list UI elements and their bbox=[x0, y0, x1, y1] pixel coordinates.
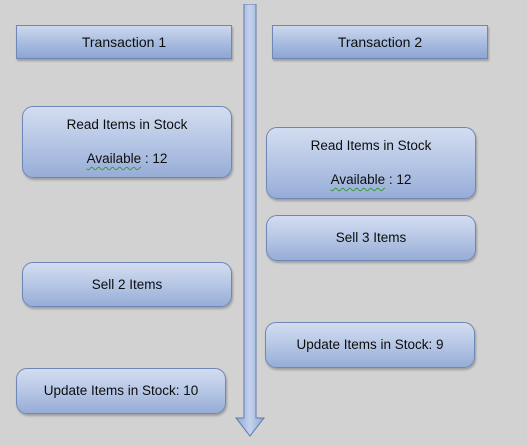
down-arrow-icon bbox=[234, 4, 266, 437]
t2-available-sep: : bbox=[385, 172, 397, 187]
t2-sell-step: Sell 3 Items bbox=[266, 215, 476, 261]
transaction-2-header: Transaction 2 bbox=[272, 25, 488, 59]
t2-read-title: Read Items in Stock bbox=[310, 138, 432, 153]
t1-read-step: Read Items in Stock Available : 12 bbox=[22, 106, 232, 178]
t1-available-value: 12 bbox=[152, 151, 168, 166]
transaction-1-header: Transaction 1 bbox=[16, 25, 232, 59]
t2-available-label: Available bbox=[330, 172, 386, 187]
t1-available-label: Available bbox=[86, 151, 142, 166]
t1-available-line: Available : 12 bbox=[87, 151, 168, 167]
t1-sell-step: Sell 2 Items bbox=[22, 262, 232, 307]
t1-update-step: Update Items in Stock: 10 bbox=[16, 368, 226, 414]
t1-available-sep: : bbox=[141, 151, 153, 166]
t1-sell-label: Sell 2 Items bbox=[91, 276, 163, 292]
t2-read-step: Read Items in Stock Available : 12 bbox=[266, 127, 476, 199]
t1-read-title: Read Items in Stock bbox=[66, 117, 188, 132]
t2-sell-label: Sell 3 Items bbox=[335, 230, 407, 245]
t1-update-label: Update Items in Stock: 10 bbox=[43, 383, 199, 398]
t2-update-step: Update Items in Stock: 9 bbox=[265, 322, 475, 368]
t2-update-label: Update Items in Stock: 9 bbox=[296, 337, 444, 352]
transaction-2-header-label: Transaction 2 bbox=[337, 34, 423, 50]
transaction-1-header-label: Transaction 1 bbox=[81, 34, 167, 50]
t2-available-line: Available : 12 bbox=[331, 172, 412, 188]
t2-available-value: 12 bbox=[396, 172, 412, 187]
